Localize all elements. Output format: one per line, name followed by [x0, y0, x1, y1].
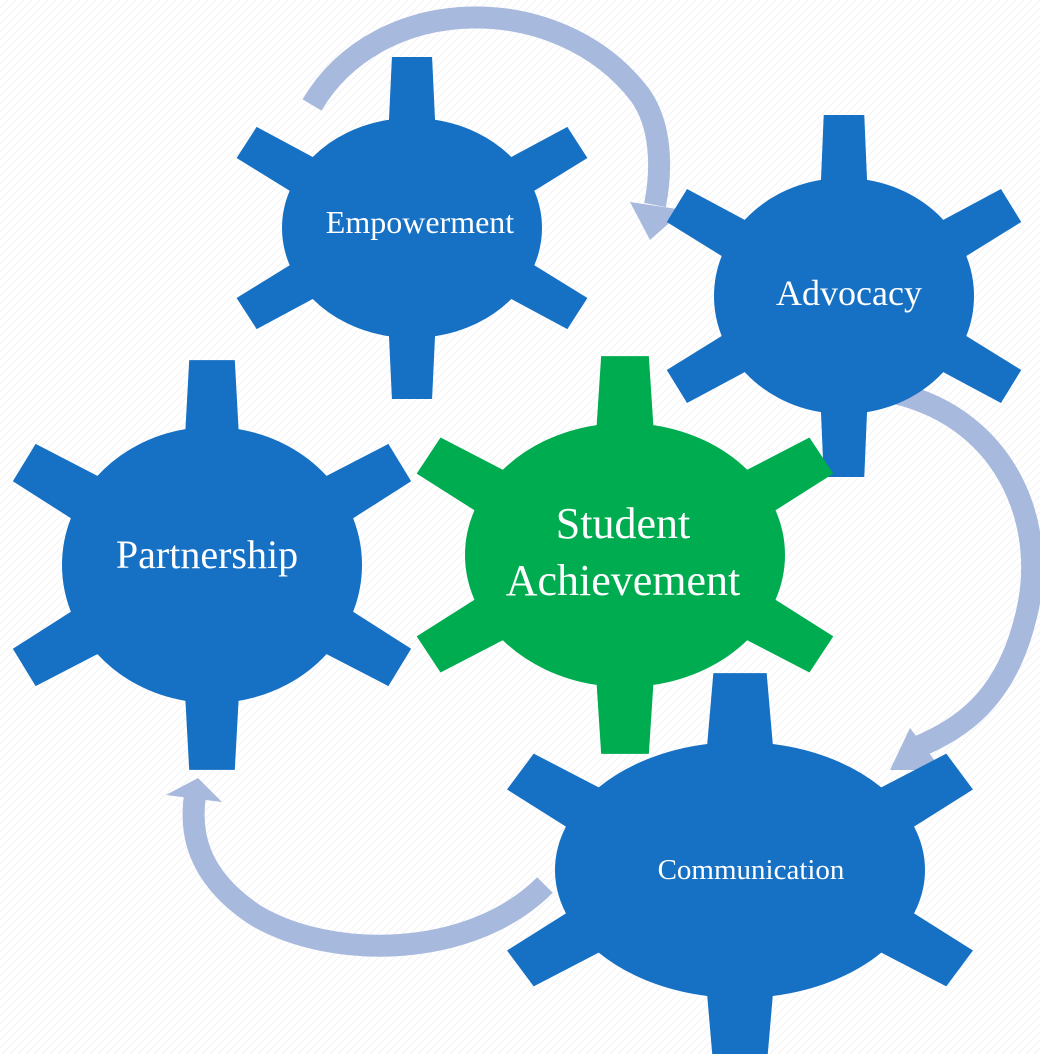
arrow-head-empowerment-to-advocacy — [630, 202, 684, 240]
student-achievement-label-line1: Student — [556, 499, 690, 548]
arrow-empowerment-to-advocacy — [302, 6, 671, 208]
gear-advocacy — [666, 114, 1022, 478]
arrow-advocacy-to-communication — [892, 382, 1040, 759]
gear-empowerment — [236, 56, 588, 400]
student-achievement-label-line2: Achievement — [506, 556, 741, 605]
gear-partnership — [12, 360, 412, 770]
advocacy-label: Advocacy — [776, 273, 922, 313]
arrow-communication-to-partnership — [182, 793, 553, 957]
arrow-head-advocacy-to-communication — [890, 728, 942, 770]
cycle-arrows — [166, 6, 1040, 957]
empowerment-label: Empowerment — [326, 204, 515, 240]
arrow-head-communication-to-partnership — [166, 778, 222, 802]
gear-labels: Empowerment Advocacy Partnership Student… — [116, 204, 922, 886]
gear-communication — [507, 673, 973, 1054]
gear-student-achievement — [416, 356, 834, 754]
communication-label: Communication — [658, 854, 845, 886]
partnership-label: Partnership — [116, 532, 298, 577]
